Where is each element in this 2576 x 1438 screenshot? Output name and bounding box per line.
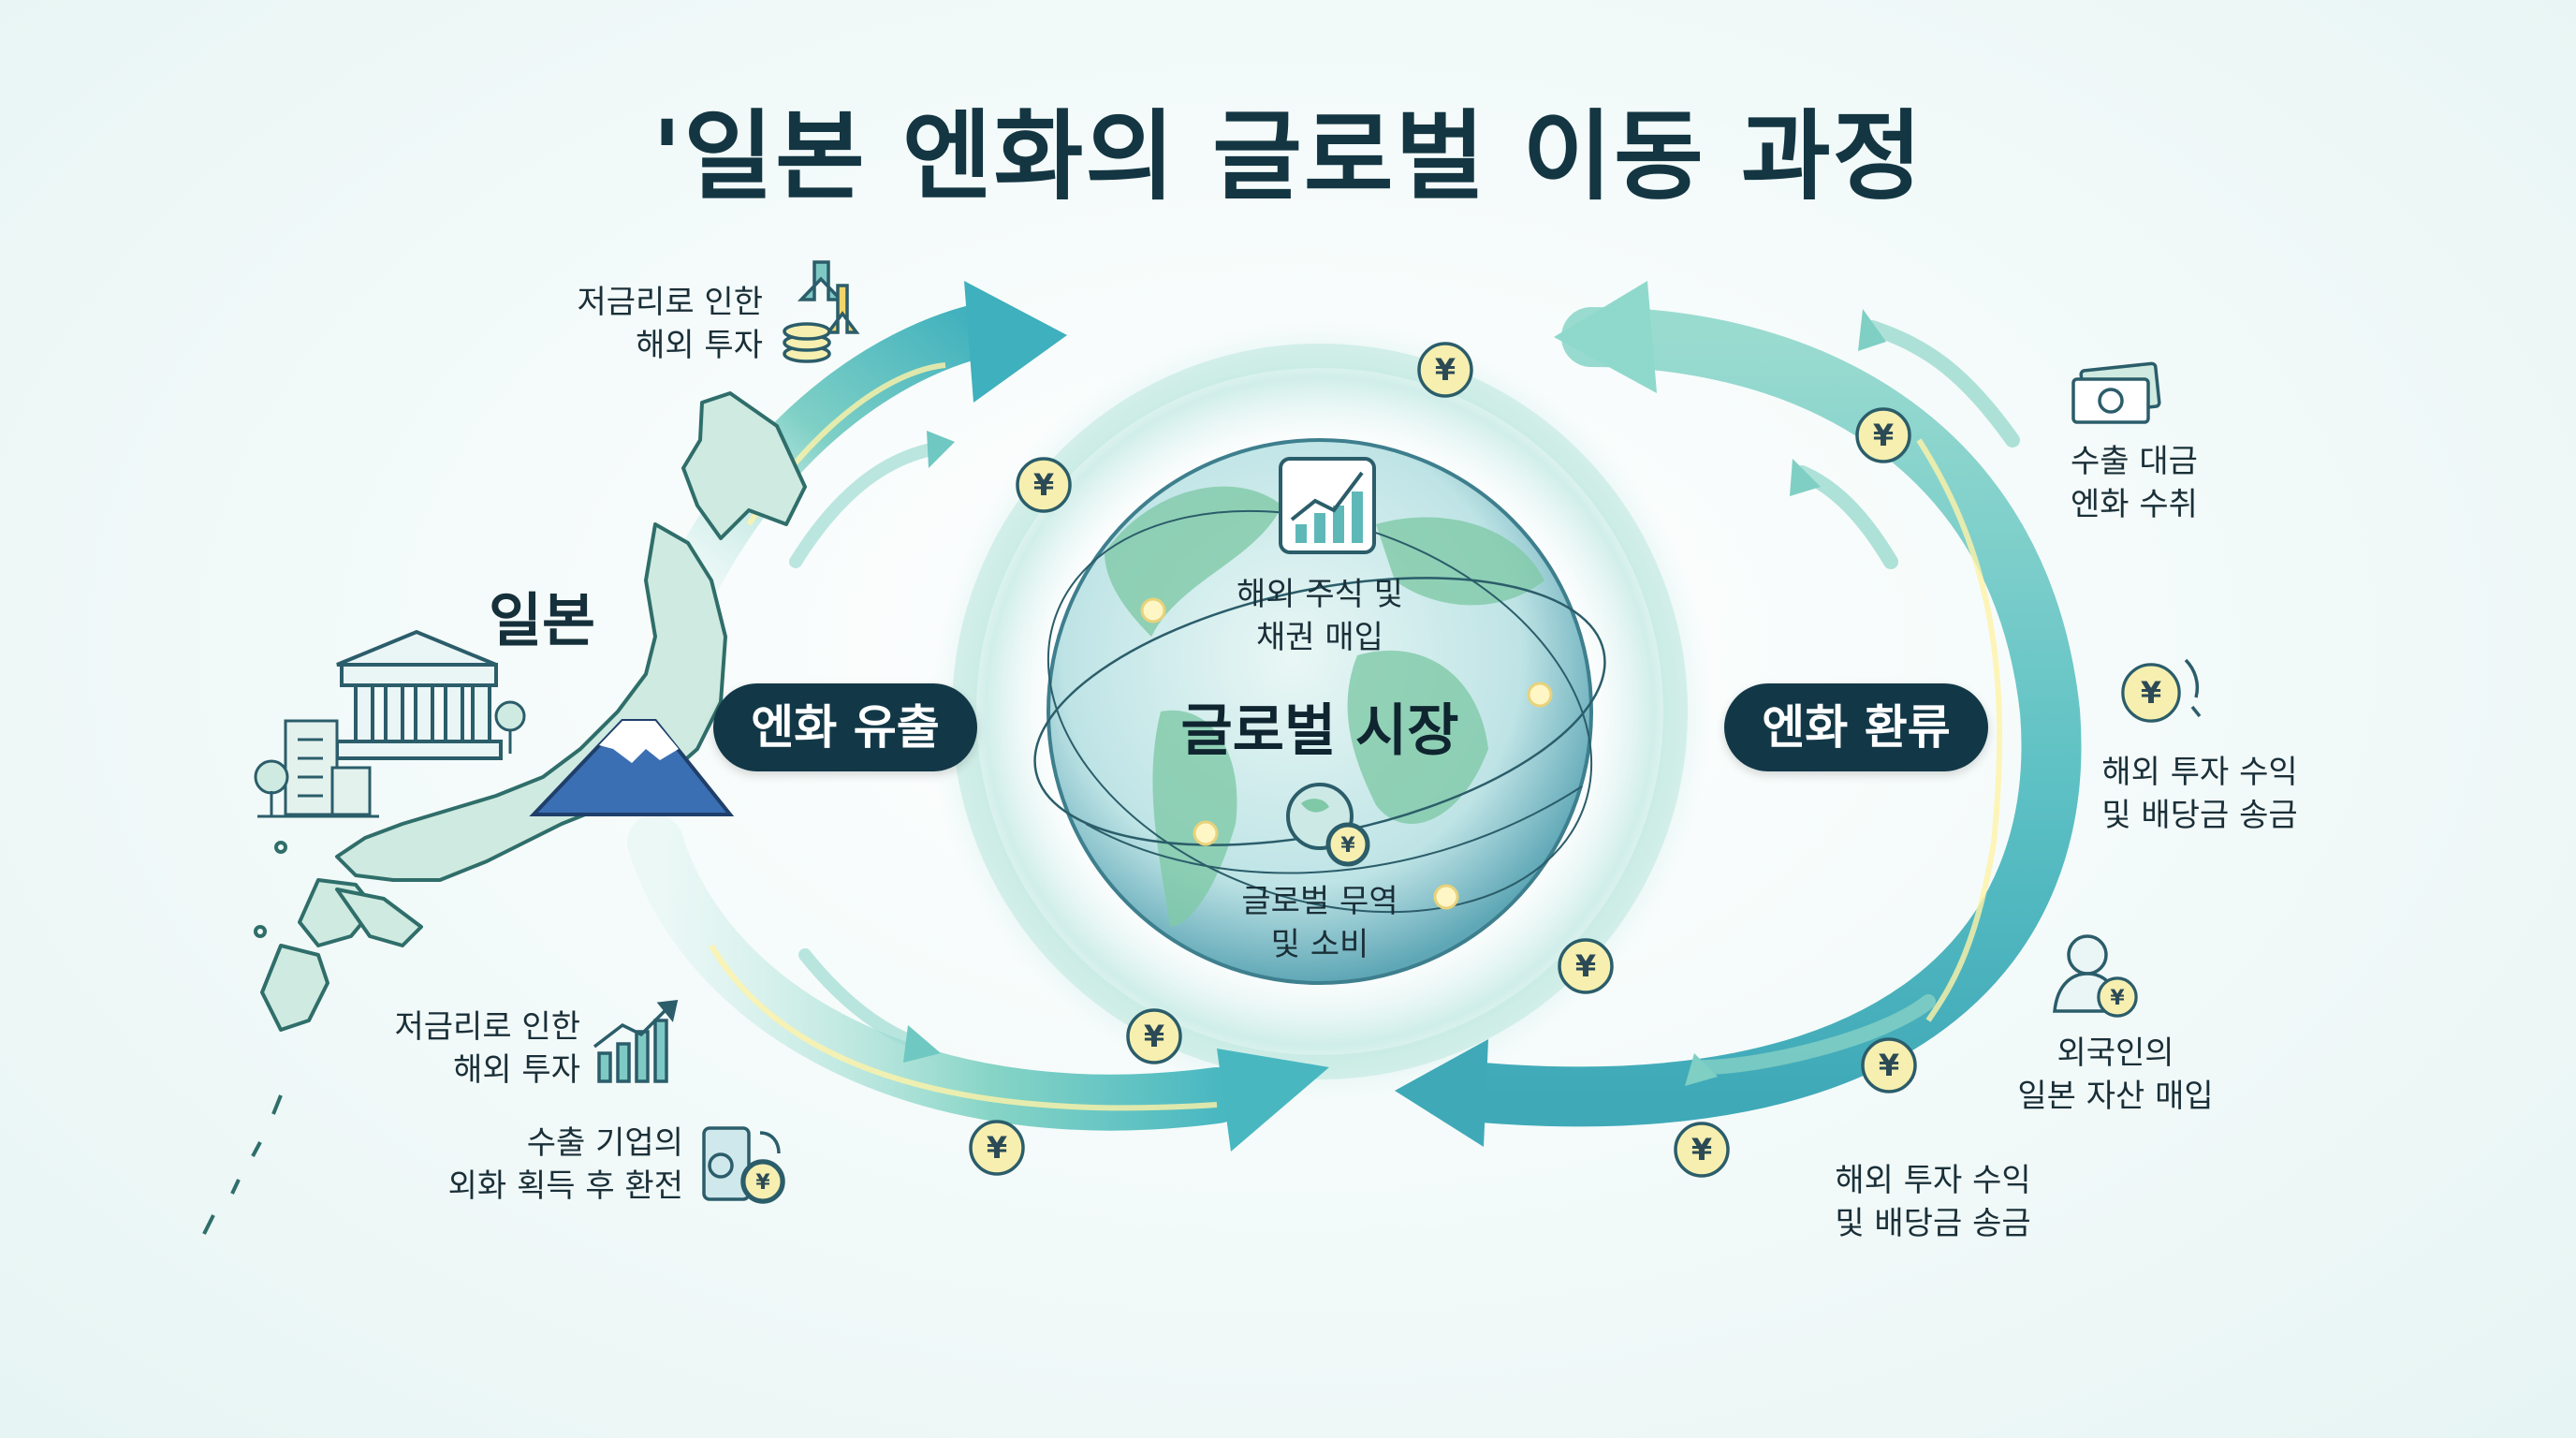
yen-symbol: ¥: [1575, 948, 1596, 984]
banknote-icon: [2071, 361, 2161, 424]
globe-label-stocks: 해외 주식 및 채권 매입: [1236, 576, 1403, 656]
yen-coins: ¥ ¥ ¥ ¥ ¥ ¥ ¥ ¥ ¥ ¥ ¥ ¥: [742, 342, 2181, 1202]
yen-coin: [742, 1161, 783, 1202]
left-label-bottom: 수출 기업의 외화 획득 후 환전: [447, 1124, 683, 1205]
yen-symbol: ¥: [1435, 352, 1456, 388]
yen-coin: [2097, 976, 2138, 1018]
office-building-icon: [254, 700, 526, 818]
yen-coin: [969, 1120, 1025, 1176]
yen-coin: [1855, 407, 1911, 463]
yen-coin: [1558, 938, 1614, 994]
mount-fuji-icon: [529, 719, 735, 816]
yen-symbol: ¥: [1879, 1048, 1899, 1083]
right-label-income: 해외 투자 수익 및 배당금 송금: [2101, 754, 2298, 834]
global-market-label: 글로벌 시장: [1180, 698, 1459, 764]
globe-label-trade: 글로벌 무역 및 소비: [1241, 883, 1398, 963]
yen-symbol: ¥: [1340, 834, 1355, 858]
ryukyu-islands: [202, 841, 287, 1235]
arrows-coins-icon: [783, 260, 860, 363]
yen-symbol: ¥: [2110, 987, 2125, 1010]
yen-symbol: ¥: [755, 1171, 770, 1195]
yen-coin: [1861, 1037, 1917, 1093]
left-label-top: 저금리로 인한 해외 투자: [577, 284, 764, 364]
japan-label: 일본: [489, 586, 596, 654]
yen-coin: [1016, 457, 1072, 513]
growth-chart-icon-left: [593, 999, 679, 1083]
right-label-foreign: 외국인의 일본 자산 매입: [2017, 1034, 2214, 1115]
return-pill: 엔화 환류: [1724, 683, 1988, 771]
return-arrows: [1395, 281, 2082, 1147]
yen-symbol: ¥: [1033, 467, 1054, 503]
growth-chart-icon: [1279, 457, 1376, 554]
left-label-mid: 저금리로 인한 해외 투자: [394, 1008, 581, 1089]
yen-coin: [2121, 663, 2181, 723]
yen-symbol: ¥: [1144, 1019, 1164, 1054]
yen-coin: [1674, 1122, 1730, 1178]
globe-icon: [1033, 438, 1606, 985]
yen-symbol: ¥: [1873, 418, 1894, 453]
right-label-export: 수출 대금 엔화 수취: [2071, 443, 2198, 523]
yen-coin: [1327, 824, 1368, 865]
yen-coin: [1417, 342, 1473, 398]
yen-symbol: ¥: [1691, 1132, 1712, 1167]
bank-building-icon: [335, 629, 503, 760]
yen-coin: [1126, 1008, 1182, 1064]
page-title: '일본 엔화의 글로벌 이동 과정: [651, 99, 1925, 213]
yen-symbol: ¥: [987, 1130, 1007, 1166]
yen-symbol: ¥: [2141, 675, 2161, 711]
right-label-bottom: 해외 투자 수익 및 배당금 송금: [1835, 1162, 2031, 1242]
outflow-pill: 엔화 유출: [713, 683, 977, 771]
